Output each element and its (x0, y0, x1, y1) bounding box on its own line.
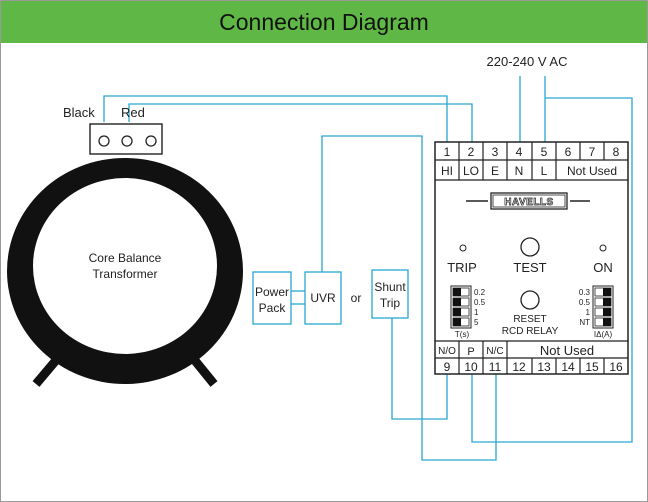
shunt-trip-line2: Trip (380, 296, 401, 310)
diagram-title: Connection Diagram (219, 8, 429, 35)
transformer-label-line2: Transformer (93, 267, 158, 281)
time-setting-switch[interactable]: 0.2 0.5 1 5 T(s) (450, 285, 486, 339)
terminal-screw (98, 135, 110, 147)
function-e: E (491, 164, 499, 178)
current-setting-switch[interactable]: 0.3 0.5 1 NT IΔ(A) (579, 285, 614, 339)
top-terminal-grid: 1 2 3 4 5 6 7 8 HI LO E N L Not Used (435, 142, 628, 181)
terminal-13: 13 (537, 360, 551, 374)
shunt-trip-line1: Shunt (374, 280, 406, 294)
power-pack-box: Power Pack (252, 271, 292, 325)
wire-live-to-nc (471, 97, 633, 443)
terminal-16: 16 (609, 360, 623, 374)
wire-red-to-lo (128, 103, 473, 142)
bottom-not-used: Not Used (540, 343, 594, 358)
reset-label: RESET (513, 314, 546, 325)
supply-label: 220-240 V AC (487, 54, 568, 69)
power-pack-line1: Power (255, 285, 289, 299)
bottom-terminal-grid: N/O P N/C Not Used 9 10 11 12 13 14 15 1… (435, 340, 628, 374)
uvr-label: UVR (310, 291, 336, 305)
uvr-box: UVR (304, 271, 342, 325)
trip-indicator (459, 244, 467, 252)
terminal-2: 2 (468, 145, 475, 159)
terminal-screw (121, 135, 133, 147)
terminal-8: 8 (613, 145, 620, 159)
rcd-relay-label: RCD RELAY (502, 326, 559, 337)
terminal-12: 12 (512, 360, 526, 374)
transformer-terminal-block (89, 123, 163, 155)
wire-shunt-to-no (391, 318, 448, 420)
current-value-0.3: 0.3 (579, 288, 591, 297)
top-not-used: Not Used (567, 164, 617, 178)
brand-text: HAVELLS (504, 197, 553, 208)
contact-no: N/O (438, 346, 456, 357)
function-l: L (541, 164, 548, 178)
terminal-5: 5 (541, 145, 548, 159)
terminal-15: 15 (585, 360, 599, 374)
wire-uvr-to-nc (321, 135, 497, 461)
current-label: IΔ(A) (594, 330, 613, 339)
terminal-11: 11 (489, 360, 502, 374)
or-label: or (351, 291, 362, 305)
transformer-label-line1: Core Balance (89, 251, 162, 265)
test-label: TEST (513, 260, 546, 275)
wires (103, 76, 633, 461)
terminal-screw (145, 135, 157, 147)
contact-p: P (467, 346, 474, 358)
contact-nc: N/C (486, 346, 503, 357)
time-label: T(s) (455, 330, 470, 339)
wire-black-to-hi (103, 95, 448, 142)
trip-label: TRIP (447, 260, 477, 275)
terminal-7: 7 (589, 145, 596, 159)
function-lo: LO (463, 164, 479, 178)
function-n: N (515, 164, 524, 178)
rcd-relay: 1 2 3 4 5 6 7 8 HI LO E N L Not Used HA (434, 141, 629, 375)
terminal-10: 10 (464, 360, 478, 374)
function-hi: HI (441, 164, 453, 178)
time-value-1: 1 (474, 308, 479, 317)
terminal-6: 6 (565, 145, 572, 159)
terminal-3: 3 (492, 145, 499, 159)
time-value-0.5: 0.5 (474, 298, 486, 307)
title-bar: Connection Diagram (1, 1, 647, 43)
current-value-1: 1 (586, 308, 591, 317)
on-indicator (599, 244, 607, 252)
power-pack-line2: Pack (259, 301, 287, 315)
terminal-9: 9 (444, 360, 451, 374)
current-value-0.5: 0.5 (579, 298, 591, 307)
relay-body (434, 141, 629, 375)
reset-button[interactable] (520, 290, 540, 310)
time-value-0.2: 0.2 (474, 288, 486, 297)
core-balance-transformer: Core Balance Transformer (7, 158, 243, 387)
on-label: ON (593, 260, 613, 275)
shunt-trip-box: Shunt Trip (371, 269, 409, 319)
havells-logo: HAVELLS (466, 192, 590, 210)
red-wire-label: Red (121, 105, 145, 120)
test-button[interactable] (520, 237, 540, 257)
terminal-14: 14 (561, 360, 575, 374)
terminal-4: 4 (516, 145, 523, 159)
current-value-nt: NT (579, 318, 590, 327)
black-wire-label: Black (63, 105, 95, 120)
time-value-5: 5 (474, 318, 479, 327)
terminal-1: 1 (444, 145, 451, 159)
